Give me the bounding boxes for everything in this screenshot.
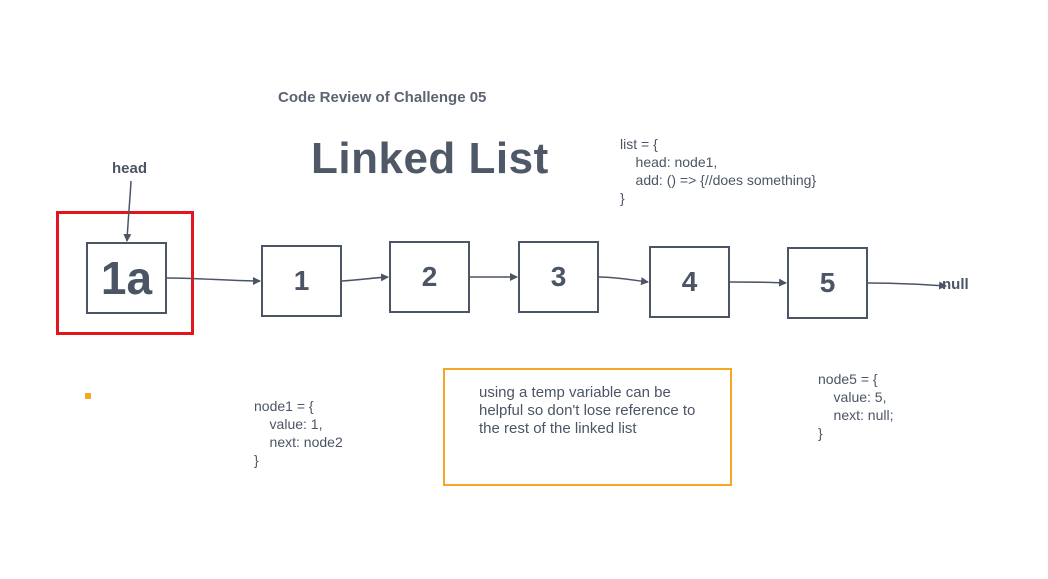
node1-code-snippet: node1 = { value: 1, next: node2 } <box>254 398 343 468</box>
highlight-frame <box>56 211 194 335</box>
diagram-title: Linked List <box>311 134 549 183</box>
note-text: using a temp variable can be helpful so … <box>479 384 696 437</box>
node-5: 5 <box>787 247 868 319</box>
node-1a: 1a <box>86 242 167 314</box>
arrow-4-to-5 <box>729 278 787 287</box>
marker-dot <box>85 393 91 399</box>
arrow-3-to-4 <box>598 276 649 286</box>
arrow-5-to-null <box>867 281 947 290</box>
node5-code-snippet: node5 = { value: 5, next: null; } <box>818 371 894 441</box>
head-pointer-arrow <box>123 180 132 242</box>
null-label: null <box>942 276 969 293</box>
node-2: 2 <box>389 241 470 313</box>
node-4: 4 <box>649 246 730 318</box>
diagram-subtitle: Code Review of Challenge 05 <box>278 89 487 106</box>
note-box <box>443 368 732 486</box>
arrow-1a-to-1 <box>166 276 261 285</box>
head-label: head <box>112 160 148 177</box>
arrow-1-to-2 <box>341 273 389 282</box>
node-3: 3 <box>518 241 599 313</box>
node-1: 1 <box>261 245 342 317</box>
list-code-snippet: list = { head: node1, add: () => {//does… <box>620 136 817 206</box>
